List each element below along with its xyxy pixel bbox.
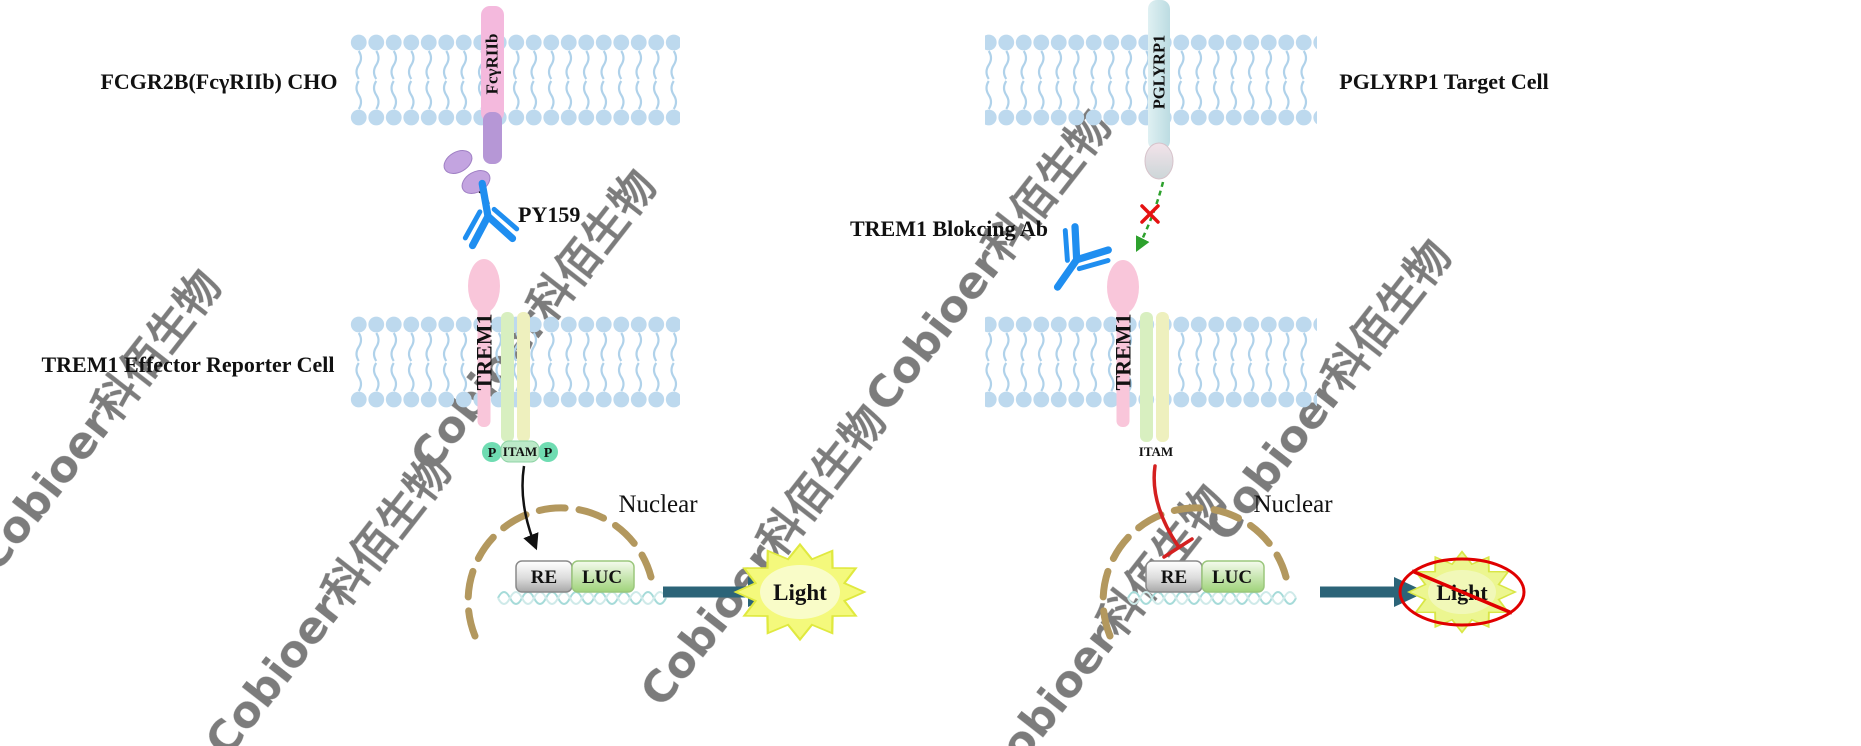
dna-strand (1127, 591, 1297, 605)
light-signal: Light (734, 543, 866, 641)
light-label: Light (773, 580, 827, 605)
trem1-receptor-right: TREM1 (1107, 260, 1169, 442)
fcgr2b-label: FcγRIIb (483, 34, 502, 95)
luc-label: LUC (1212, 567, 1252, 588)
watermark-text: Cobioer科佰生物 (631, 396, 897, 717)
target-cell-label: PGLYRP1 Target Cell (1339, 69, 1548, 94)
trem1-label: TREM1 (472, 314, 497, 391)
re-label: RE (1161, 567, 1187, 588)
watermark-text: Cobioer科佰生物 (196, 446, 462, 746)
no-light-signal: Light (1398, 550, 1526, 634)
effector-cell-membrane (350, 315, 680, 409)
nuclear-label-left: Nuclear (618, 491, 698, 518)
pglyrp1-domain (1144, 142, 1174, 180)
watermark-text: Cobioer科佰生物 (0, 261, 232, 582)
inhibition-line (1152, 464, 1194, 559)
reporter-construct-left: RE LUC (515, 560, 635, 593)
itam-pill (500, 440, 540, 463)
itam-label: ITAM (503, 444, 537, 459)
trem1-stalk (477, 303, 491, 427)
signal-chain-green (501, 312, 514, 442)
signal-chain-green (1140, 312, 1153, 442)
cho-cell-label: FCGR2B(FcγRIIb) CHO (100, 69, 337, 94)
itam-label: ITAM (1139, 444, 1173, 459)
nuclear-label-right: Nuclear (1253, 491, 1333, 518)
nuclear-membrane-arc (1099, 504, 1290, 640)
phospho-label: P (488, 446, 497, 461)
pglyrp1-label: PGLYRP1 (1150, 35, 1169, 110)
phospho-circle (538, 442, 558, 462)
trem1-stalk (1116, 303, 1130, 427)
nuclear-membrane-arc (464, 504, 655, 640)
re-label: RE (531, 567, 557, 588)
signal-chain-yellow (1156, 312, 1169, 442)
luc-box (1201, 560, 1265, 593)
dna-strand (497, 591, 667, 605)
trem1-label: TREM1 (1111, 314, 1136, 391)
cho-cell-membrane (350, 33, 680, 127)
trem1-receptor-left: TREM1 (468, 259, 530, 442)
prohibition-ellipse (1398, 557, 1526, 627)
py159-label: PY159 (518, 202, 580, 227)
trem1-head (468, 259, 500, 313)
pglyrp1-stalk (1148, 0, 1170, 150)
signal-arrow (521, 465, 539, 551)
luc-box (571, 560, 635, 593)
trem1-head (1107, 260, 1139, 314)
reporter-construct-right: RE LUC (1145, 560, 1265, 593)
fcgr2b-stalk-lower (483, 112, 502, 164)
blocking-ab-label: TREM1 Blokcing Ab (850, 216, 1048, 241)
watermark-layer: Cobioer科佰生物 Cobioer科佰生物 Cobioer科佰生物 Cobi… (0, 101, 1462, 746)
itam-phosphorylated: P P ITAM (482, 440, 558, 463)
blocked-x-icon (1140, 204, 1160, 224)
effector-cell-label: TREM1 Effector Reporter Cell (41, 352, 334, 377)
starburst-core (760, 565, 840, 619)
fcgr2b-stalk (481, 6, 504, 122)
prohibition-slash (1411, 569, 1513, 615)
fcgr2b-domain (443, 150, 473, 174)
phospho-circle (482, 442, 502, 462)
signal-chain-yellow (517, 312, 530, 442)
pglyrp1-ligand: PGLYRP1 (1144, 0, 1174, 180)
phospho-label: P (544, 446, 553, 461)
luc-label: LUC (582, 567, 622, 588)
